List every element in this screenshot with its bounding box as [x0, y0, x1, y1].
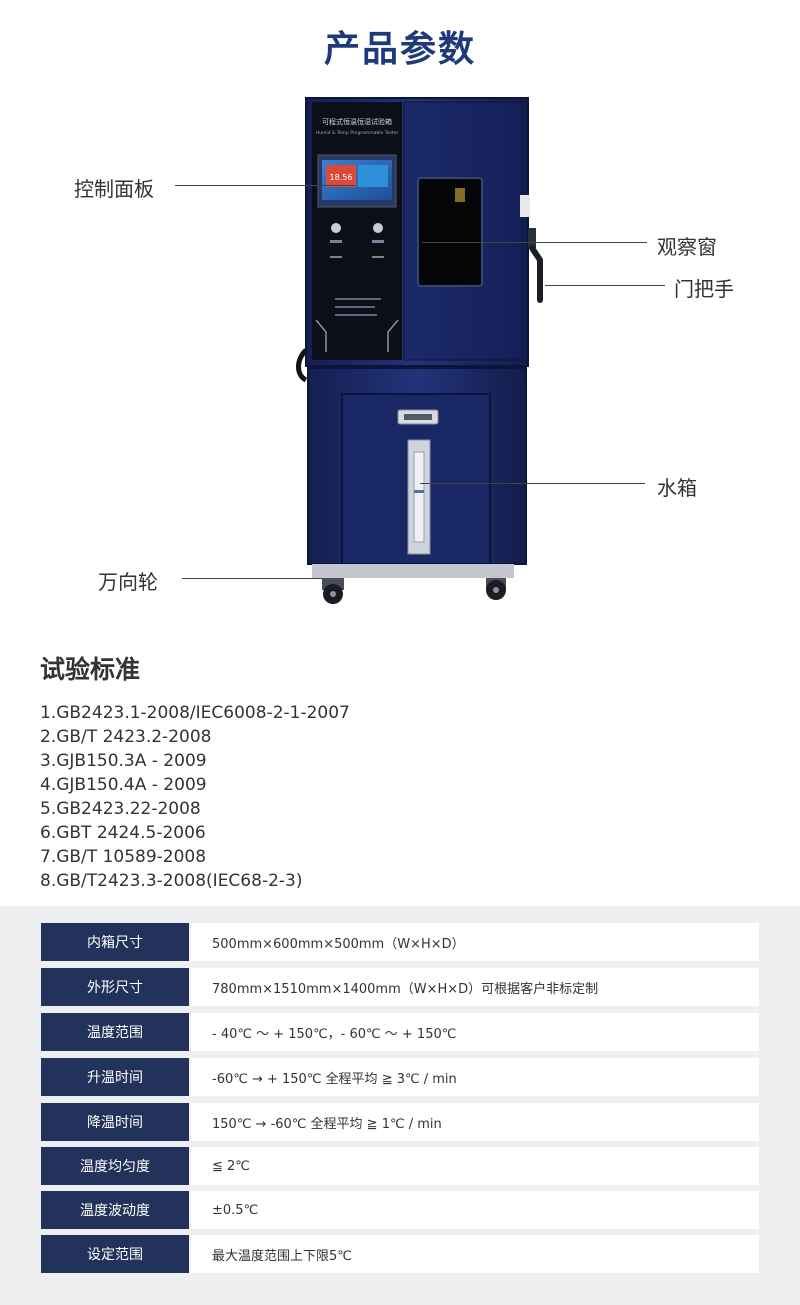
callout-line-door-handle [545, 285, 665, 286]
callout-observation-window: 观察窗 [657, 235, 717, 259]
spec-value: ≦ 2℃ [191, 1147, 759, 1185]
spec-value: 150℃ → -60℃ 全程平均 ≧ 1℃ / min [191, 1103, 759, 1141]
callout-line-caster-wheel [182, 578, 324, 579]
spec-row: 降温时间 150℃ → -60℃ 全程平均 ≧ 1℃ / min [41, 1103, 759, 1141]
callout-caster-wheel: 万向轮 [98, 570, 158, 594]
spec-value: -60℃ → + 150℃ 全程平均 ≧ 3℃ / min [191, 1058, 759, 1096]
spec-value: 780mm×1510mm×1400mm（W×H×D）可根据客户非标定制 [191, 968, 759, 1006]
spec-value: 最大温度范围上下限5℃ [191, 1235, 759, 1273]
spec-key: 降温时间 [41, 1103, 189, 1141]
standard-item: 3.GJB150.3A - 2009 [40, 751, 207, 771]
spec-key: 温度波动度 [41, 1191, 189, 1229]
standard-item: 1.GB2423.1-2008/IEC6008-2-1-2007 [40, 703, 350, 723]
spec-key: 温度范围 [41, 1013, 189, 1051]
callout-line-observation-window [422, 242, 647, 243]
standard-item: 4.GJB150.4A - 2009 [40, 775, 207, 795]
spec-value: - 40℃ ～ + 150℃，- 60℃ ～ + 150℃ [191, 1013, 759, 1051]
spec-row: 内箱尺寸 500mm×600mm×500mm（W×H×D） [41, 923, 759, 961]
spec-value: 500mm×600mm×500mm（W×H×D） [191, 923, 759, 961]
callout-door-handle: 门把手 [674, 277, 734, 301]
spec-row: 设定范围 最大温度范围上下限5℃ [41, 1235, 759, 1273]
standards-title: 试验标准 [40, 655, 141, 684]
spec-value: ±0.5℃ [191, 1191, 759, 1229]
spec-row: 升温时间 -60℃ → + 150℃ 全程平均 ≧ 3℃ / min [41, 1058, 759, 1096]
page-title: 产品参数 [323, 29, 476, 70]
spec-key: 外形尺寸 [41, 968, 189, 1006]
product-illustration: 可程式恒温恒湿试验箱 Humid & Temp Programmable Tes… [296, 97, 543, 604]
standard-item: 7.GB/T 10589-2008 [40, 847, 207, 867]
spec-key: 内箱尺寸 [41, 923, 189, 961]
spec-key: 升温时间 [41, 1058, 189, 1096]
callout-water-tank: 水箱 [657, 476, 697, 500]
spec-table: 内箱尺寸 500mm×600mm×500mm（W×H×D） 外形尺寸 780mm… [0, 906, 800, 1305]
spec-key: 温度均匀度 [41, 1147, 189, 1185]
spec-row: 外形尺寸 780mm×1510mm×1400mm（W×H×D）可根据客户非标定制 [41, 968, 759, 1006]
panel-title-cn: 可程式恒温恒湿试验箱 [322, 117, 392, 126]
callout-control-panel: 控制面板 [74, 177, 154, 201]
standard-item: 5.GB2423.22-2008 [40, 799, 201, 819]
spec-key: 设定范围 [41, 1235, 189, 1273]
standard-item: 6.GBT 2424.5-2006 [40, 823, 206, 843]
spec-row: 温度均匀度 ≦ 2℃ [41, 1147, 759, 1185]
standards-list: 1.GB2423.1-2008/IEC6008-2-1-2007 2.GB/T … [40, 701, 350, 893]
panel-title-en: Humid & Temp Programmable Tester [316, 130, 399, 136]
standard-item: 8.GB/T2423.3-2008(IEC68-2-3) [40, 871, 303, 891]
spec-row: 温度波动度 ±0.5℃ [41, 1191, 759, 1229]
callout-line-control-panel [175, 185, 355, 186]
standard-item: 2.GB/T 2423.2-2008 [40, 727, 212, 747]
callout-line-water-tank [420, 483, 645, 484]
screen-value: 18.56 [330, 173, 353, 182]
spec-row: 温度范围 - 40℃ ～ + 150℃，- 60℃ ～ + 150℃ [41, 1013, 759, 1051]
